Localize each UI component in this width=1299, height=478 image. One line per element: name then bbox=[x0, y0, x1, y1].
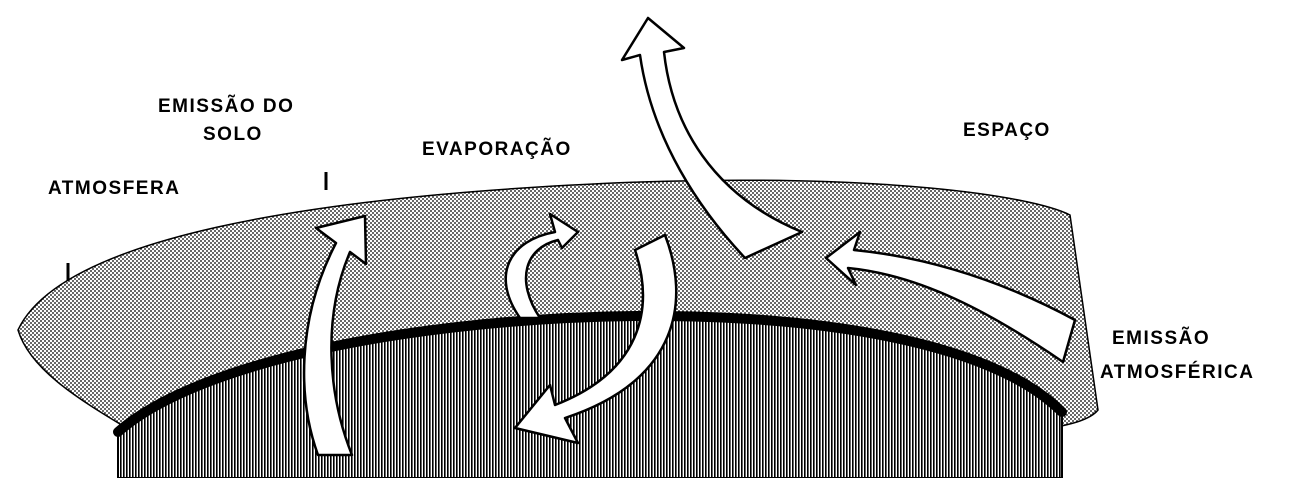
label-emissao-solo-2: SOLO bbox=[203, 124, 263, 145]
label-emissao-solo-1: EMISSÃO DO bbox=[158, 95, 294, 117]
label-espaco: ESPAÇO bbox=[963, 120, 1051, 141]
label-evaporacao: EVAPORAÇÃO bbox=[422, 138, 572, 160]
label-emissao-atmosferica-2: ATMOSFÉRICA bbox=[1100, 361, 1254, 383]
label-atmosfera: ATMOSFERA bbox=[48, 178, 180, 199]
label-emissao-atmosferica-1: EMISSÃO bbox=[1112, 327, 1210, 349]
